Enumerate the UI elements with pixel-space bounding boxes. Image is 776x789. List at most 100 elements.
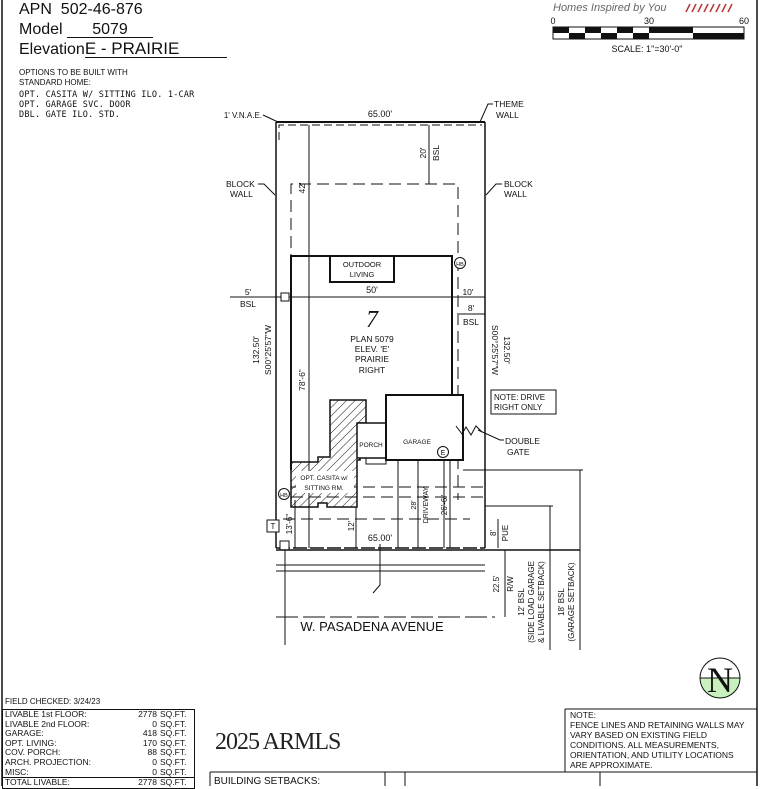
- pue-dim: 8': [489, 530, 498, 536]
- rw-dim: 22.5': [492, 575, 501, 593]
- options-title-1: OPTIONS TO BE BUILT WITH: [19, 68, 128, 77]
- note-drive-box: [490, 389, 557, 415]
- pue-label: PUE: [501, 525, 510, 541]
- elevation-label: Elevation: [19, 41, 85, 58]
- bsl18-label: (GARAGE SETBACK): [567, 562, 576, 641]
- scale-tick: 30: [644, 16, 654, 26]
- model-value: 5079: [67, 22, 154, 38]
- outdoor-living: [329, 255, 395, 283]
- vnae-label: 1' V.N.A.E.: [224, 111, 262, 120]
- north-arrow-icon: N: [699, 657, 741, 700]
- note-line: FENCE LINES AND RETAINING WALLS MAY: [570, 720, 745, 730]
- right-setback-dim: 8': [468, 303, 475, 313]
- garage-label: GARAGE: [403, 439, 431, 446]
- logo-tagline: Homes Inspired by You: [553, 2, 667, 14]
- driveway-label: DRIVEWAY: [423, 486, 430, 523]
- elevation-marker-label: E: [441, 450, 446, 457]
- area-label: LIVABLE 1st FLOOR:: [5, 709, 87, 719]
- model: Model 5079: [19, 21, 154, 39]
- utility-box: [280, 292, 290, 302]
- porch-label: PORCH: [359, 442, 383, 449]
- lot-number: 7: [366, 307, 379, 333]
- scale-label: SCALE: 1"=30'-0": [612, 44, 683, 54]
- casita-label: SITTING RM.: [304, 485, 344, 492]
- unit: SQ.FT.: [160, 728, 187, 739]
- area-value: 0: [152, 766, 157, 777]
- block-wall-label-right: WALL: [504, 189, 527, 199]
- double-gate-label: GATE: [507, 447, 530, 457]
- right-bearing: S00°25'57"W: [490, 325, 500, 375]
- porch: [356, 422, 387, 459]
- total-value: 2778: [138, 777, 157, 788]
- dim-42: 42': [297, 182, 307, 193]
- note-drive-text: NOTE: DRIVE: [494, 393, 545, 402]
- total-label: TOTAL LIVABLE:: [5, 777, 70, 788]
- scale-tick: 60: [739, 16, 749, 26]
- bsl12-label: (SIDE LOAD GARAGE: [527, 561, 536, 643]
- elevation-value: E - PRAIRIE: [84, 40, 227, 58]
- unit: SQ.FT.: [160, 709, 187, 719]
- top-width-dim: 65.00': [368, 109, 393, 119]
- dim-50: 50': [366, 285, 378, 295]
- theme-wall-label: THEME: [494, 99, 524, 109]
- unit: SQ.FT.: [160, 718, 187, 729]
- option-item: DBL. GATE ILO. STD.: [19, 110, 121, 120]
- field-checked: FIELD CHECKED: 3/24/23: [5, 697, 101, 706]
- area-label: MISC:: [5, 766, 29, 777]
- plan-label: RIGHT: [359, 365, 385, 375]
- apn-label: APN: [19, 1, 52, 18]
- note-title: NOTE:: [570, 710, 596, 720]
- right-side-dim: 10': [462, 287, 473, 297]
- double-gate-label: DOUBLE: [505, 436, 540, 446]
- theme-wall-label: WALL: [496, 110, 519, 120]
- option-item: OPT. CASITA W/ SITTING ILO. 1-CAR: [19, 90, 195, 100]
- left-bearing: S00°25'57"W: [263, 325, 273, 375]
- note-line: VARY BASED ON EXISTING FIELD: [570, 730, 707, 740]
- area-label: OPT. LIVING:: [5, 737, 57, 748]
- unit: SQ.FT.: [160, 737, 187, 748]
- logo-mark: [685, 3, 733, 13]
- bottom-width-dim: 65.00': [368, 533, 393, 543]
- rw-label: R/W: [506, 576, 515, 592]
- options-list: OPT. CASITA W/ SITTING ILO. 1-CAR OPT. G…: [19, 90, 194, 120]
- bsl12-label: 12' BSL: [517, 588, 526, 616]
- area-value: 0: [152, 718, 157, 729]
- unit: SQ.FT.: [160, 777, 187, 788]
- hose-bib-icon: [454, 257, 466, 269]
- outdoor-living-label: OUTDOOR: [343, 260, 382, 269]
- transformer-label: T: [271, 522, 276, 531]
- area-label: GARAGE:: [5, 728, 44, 739]
- house-footprint: OUTDOOR LIVING: [290, 255, 453, 470]
- block-wall-label-left: BLOCK: [226, 179, 255, 189]
- building-setbacks-title: BUILDING SETBACKS:: [214, 776, 320, 786]
- right-depth-dim: 132.50': [502, 336, 512, 364]
- utility-box: [279, 540, 290, 551]
- note-line: ORIENTATION, AND UTILITY LOCATIONS: [570, 750, 734, 760]
- unit: SQ.FT.: [160, 756, 187, 767]
- area-label: ARCH. PROJECTION:: [5, 756, 91, 767]
- area-label: LIVABLE 2nd FLOOR:: [5, 718, 90, 729]
- area-value: 2778: [138, 709, 157, 719]
- elevation: ElevationE - PRAIRIE: [19, 40, 227, 59]
- unit: SQ.FT.: [160, 766, 187, 777]
- apn: APN 502-46-876: [19, 1, 143, 19]
- area-label: COV. PORCH:: [5, 747, 61, 758]
- note-line: CONDITIONS. ALL MEASUREMENTS,: [570, 740, 719, 750]
- dim-13-6: 13'-6": [285, 514, 294, 535]
- outdoor-living-label: LIVING: [350, 270, 375, 279]
- transformer-box: [266, 519, 280, 533]
- apn-value: 502-46-876: [60, 1, 143, 18]
- options-title-2: STANDARD HOME:: [19, 78, 91, 87]
- hose-bib-icon: [278, 488, 290, 500]
- option-item: OPT. GARAGE SVC. DOOR: [19, 100, 131, 110]
- dim-78-6: 78'-6": [297, 369, 307, 391]
- dim-12: 12': [347, 520, 356, 531]
- north-label: N: [707, 660, 733, 700]
- street-name: W. PASADENA AVENUE: [300, 619, 444, 634]
- note-box: NOTE: FENCE LINES AND RETAINING WALLS MA…: [570, 710, 745, 770]
- dim-26-6: 26'-6": [440, 495, 449, 516]
